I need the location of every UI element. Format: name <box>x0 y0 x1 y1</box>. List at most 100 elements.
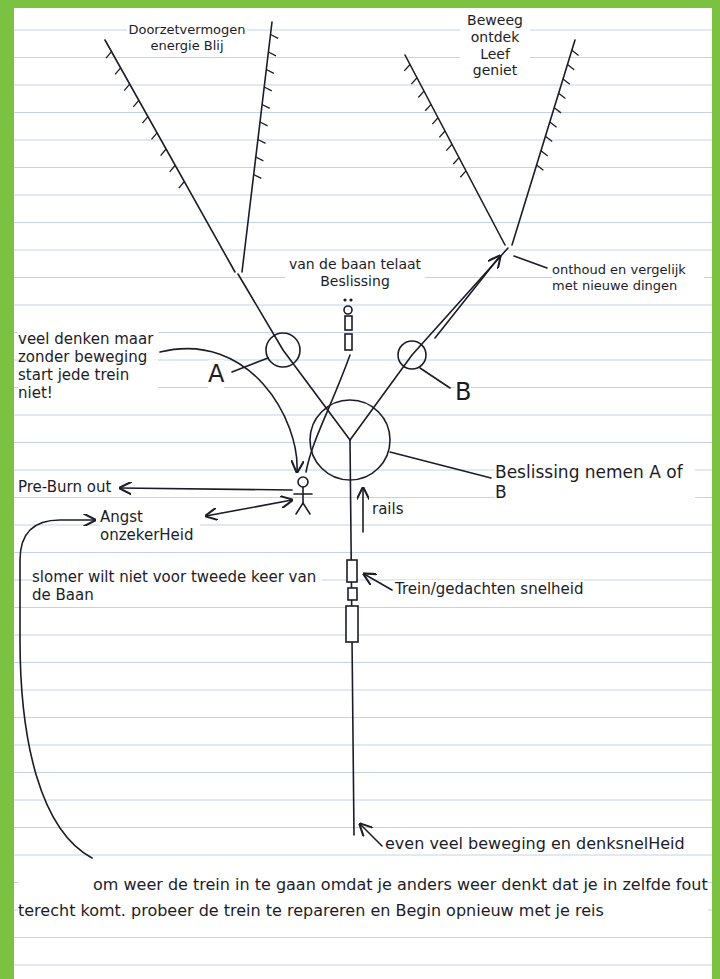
ruled-line <box>14 195 712 196</box>
figure-body <box>345 334 352 350</box>
branch-note: Beweeg ontdek Leef geniet <box>460 12 530 79</box>
ruled-line <box>14 937 712 938</box>
hatch-tick <box>258 140 266 144</box>
hatch-tick <box>260 122 268 126</box>
decision-note: Beslissing nemen A of B <box>495 462 695 503</box>
train-car <box>348 588 357 600</box>
dot <box>344 299 346 301</box>
ruled-line <box>14 690 712 691</box>
fall-curve <box>306 355 350 472</box>
hatch-tick <box>142 117 148 124</box>
hatch-tick <box>453 158 459 164</box>
person-legs <box>296 503 310 514</box>
leader-line <box>420 368 450 388</box>
hatch-tick <box>567 65 574 70</box>
ruled-line <box>14 250 712 251</box>
ruled-line <box>14 965 712 966</box>
rails-label: rails <box>372 500 404 518</box>
ruled-line <box>14 552 712 553</box>
ruled-line <box>14 607 712 608</box>
figure-head <box>344 306 352 314</box>
leader-line <box>514 256 547 268</box>
fear-arrow <box>206 500 292 516</box>
hatch-tick <box>262 105 270 109</box>
hatch-tick <box>572 50 579 55</box>
hatch-tick <box>133 100 139 107</box>
option-letter: B <box>455 378 471 407</box>
burnout-note: Pre-Burn out <box>18 478 111 496</box>
thought-curve <box>160 349 297 472</box>
hatch-tick <box>268 52 276 56</box>
memory-note: onthoud en vergelijk met nieuwe dingen <box>552 262 704 293</box>
ruled-line <box>14 222 712 223</box>
person-body <box>302 487 304 503</box>
conclusion-note: om weer de trein in te gaan omdat je and… <box>18 872 708 924</box>
track-branch <box>238 274 350 440</box>
burnout-arrow <box>120 488 292 490</box>
ruled-line <box>14 635 712 636</box>
hatch-tick <box>404 65 410 71</box>
funnel-edge <box>405 55 505 245</box>
ruled-line <box>14 167 712 168</box>
hatch-tick <box>425 104 431 110</box>
ruled-line <box>14 442 712 443</box>
train-car <box>346 606 358 642</box>
speed-note: even veel beweging en denksnelHeid <box>385 834 710 853</box>
thinking-note: veel denken maar zonder beweging start j… <box>18 330 158 402</box>
hatch-tick <box>179 182 185 189</box>
hatch-tick <box>446 144 452 150</box>
ruled-line <box>14 112 712 113</box>
leader-line <box>232 358 268 372</box>
ruled-line <box>14 30 712 31</box>
hatch-tick <box>439 131 445 137</box>
memory-arrow <box>435 256 500 338</box>
hatch-tick <box>124 84 130 91</box>
ruled-line <box>14 415 712 416</box>
junction-circle <box>398 341 426 369</box>
hatch-tick <box>254 175 262 179</box>
ruled-lines <box>14 30 712 965</box>
hatch-tick <box>256 157 264 161</box>
person-head <box>298 477 308 487</box>
ruled-line <box>14 717 712 718</box>
hatch-tick <box>264 87 272 91</box>
person-arms <box>294 493 312 495</box>
ruled-line <box>14 745 712 746</box>
hatch-tick <box>115 68 121 75</box>
hatch-tick <box>106 52 112 59</box>
hatch-tick <box>537 165 544 170</box>
train-car <box>347 560 357 582</box>
decision-circle <box>310 400 390 480</box>
hatch-tick <box>541 151 548 156</box>
train-arrow <box>364 574 392 590</box>
ruled-line <box>14 662 712 663</box>
branch-note: Doorzetvermogen energie Blij <box>127 22 247 53</box>
fear-note: Angst onzekerHeid <box>100 508 200 544</box>
hatch-tick <box>550 122 557 127</box>
hatch-tick <box>418 91 424 97</box>
hatch-tick <box>170 165 176 172</box>
hatch-tick <box>151 133 157 140</box>
leader-line <box>390 452 491 478</box>
hatch-tick <box>460 171 466 177</box>
rails-arrow <box>362 488 364 532</box>
ruled-line <box>14 140 712 141</box>
hatch-tick <box>161 149 167 156</box>
figure-body <box>345 316 352 330</box>
hatch-tick <box>271 35 279 39</box>
speed-arrow <box>360 824 382 846</box>
hatch-tick <box>559 93 566 98</box>
dot <box>350 299 352 301</box>
funnel-edge <box>242 22 272 272</box>
ruled-line <box>14 305 712 306</box>
funnel-edge <box>105 40 235 272</box>
option-letter: A <box>208 360 224 389</box>
train-label: Trein/gedachten snelheid <box>395 580 584 598</box>
hatch-tick <box>266 70 274 74</box>
ruled-line <box>14 85 712 86</box>
junction-circle <box>266 333 300 367</box>
derail-note: van de baan telaat Beslissing <box>285 256 425 290</box>
ruled-line <box>14 855 712 856</box>
hatch-tick <box>432 118 438 124</box>
